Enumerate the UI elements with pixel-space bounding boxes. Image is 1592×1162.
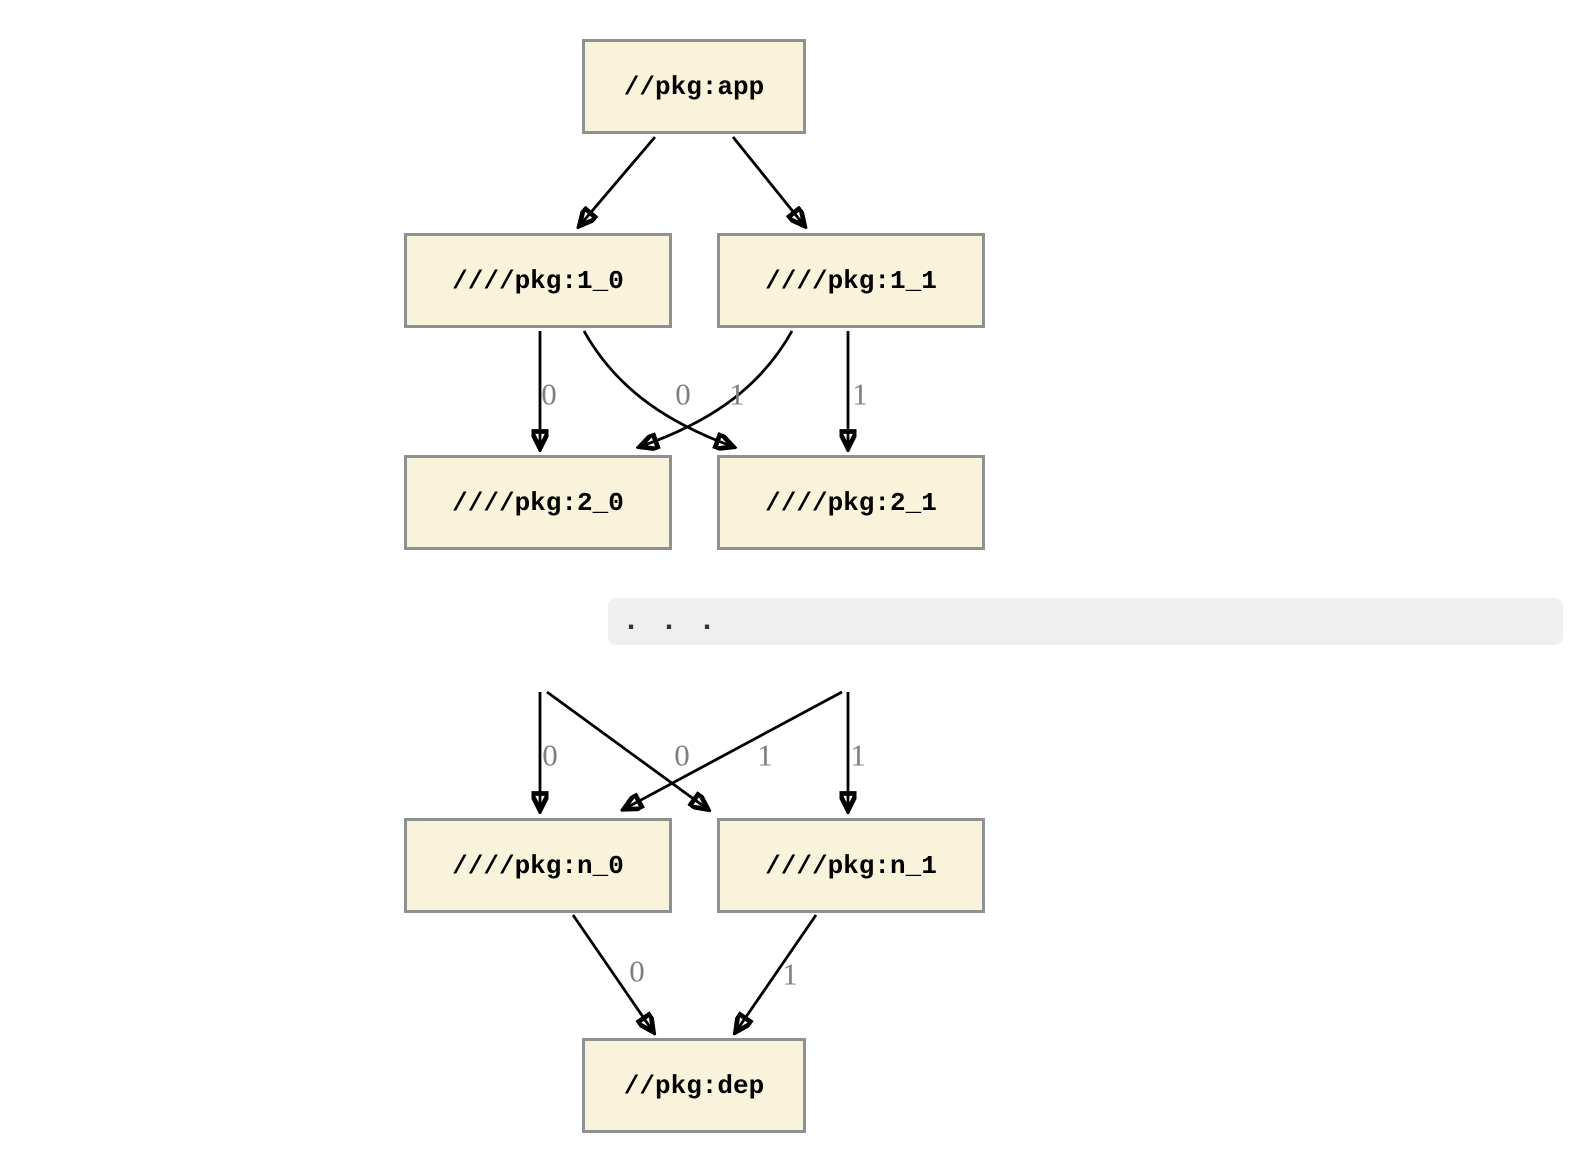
edge-label-prev0-n_0: 0 — [542, 737, 558, 773]
edge-label-prev1-n_1: 1 — [850, 737, 866, 773]
edge-n_1-to-dep — [737, 914, 818, 1030]
edge-label-1_1-2_0: 0 — [675, 376, 691, 412]
edge-1_0-to-2_1 — [582, 330, 731, 446]
node-pkg-1_0-label: ////pkg:1_0 — [452, 265, 624, 296]
node-pkg-n_0: ////pkg:n_0 — [404, 818, 672, 913]
node-pkg-2_1: ////pkg:2_1 — [717, 455, 985, 550]
node-pkg-n_0-label: ////pkg:n_0 — [452, 850, 624, 881]
ellipsis-code-block: . . . — [608, 598, 1563, 645]
edge-label-n_0-dep: 0 — [629, 953, 645, 989]
node-pkg-1_0: ////pkg:1_0 — [404, 233, 672, 328]
edge-label-1_0-2_0: 0 — [541, 376, 557, 412]
node-pkg-app: //pkg:app — [582, 39, 806, 134]
edge-label-n_1-dep: 1 — [782, 956, 798, 992]
edge-app-to-1_1 — [731, 136, 803, 224]
edge-1_1-to-2_0 — [642, 330, 794, 446]
node-pkg-dep: //pkg:dep — [582, 1038, 806, 1133]
node-pkg-n_1-label: ////pkg:n_1 — [765, 850, 937, 881]
node-pkg-app-label: //pkg:app — [623, 71, 765, 102]
edge-label-1_1-2_1: 1 — [852, 376, 868, 412]
edge-label-prev0-n_1: 1 — [757, 737, 773, 773]
node-pkg-1_1-label: ////pkg:1_1 — [765, 265, 937, 296]
edge-app-to-1_0 — [581, 136, 657, 224]
edge-prev1-to-n_0 — [626, 690, 843, 808]
node-pkg-dep-label: //pkg:dep — [623, 1070, 765, 1101]
node-pkg-n_1: ////pkg:n_1 — [717, 818, 985, 913]
node-pkg-2_0-label: ////pkg:2_0 — [452, 487, 624, 518]
edge-label-1_0-2_1: 1 — [729, 376, 745, 412]
node-pkg-1_1: ////pkg:1_1 — [717, 233, 985, 328]
ellipsis-text: . . . — [622, 604, 717, 639]
edge-label-prev1-n_0: 0 — [674, 737, 690, 773]
node-pkg-2_0: ////pkg:2_0 — [404, 455, 672, 550]
node-pkg-2_1-label: ////pkg:2_1 — [765, 487, 937, 518]
